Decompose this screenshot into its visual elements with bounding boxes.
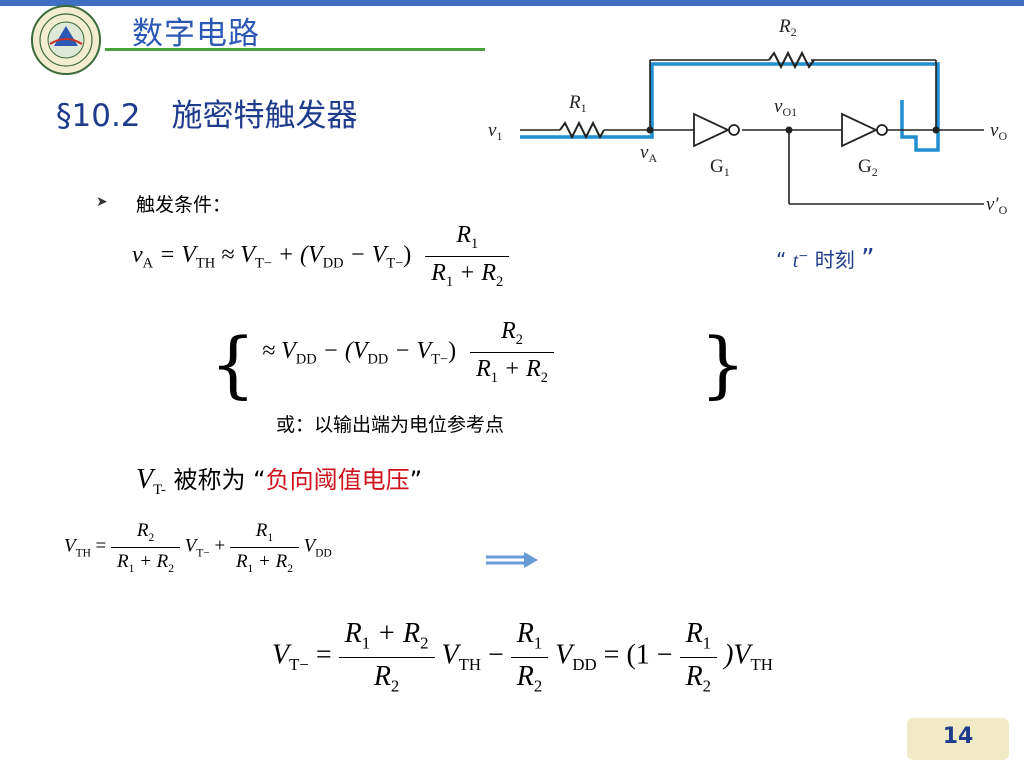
right-brace: }: [700, 322, 746, 406]
g1-label: G: [710, 156, 724, 177]
equation-vth: VTH = R2 R1 + R2 VT− + R1 R1 + R2 VDD: [64, 520, 332, 575]
svg-text:vA: vA: [640, 142, 657, 165]
page-number: 14: [942, 724, 974, 749]
svg-text:R1: R1: [568, 92, 587, 115]
university-seal-icon: [30, 4, 102, 76]
g2-label: G: [858, 156, 872, 177]
va-label: v: [640, 142, 649, 163]
svg-text:R2: R2: [778, 16, 797, 39]
svg-text:v′O: v′O: [986, 194, 1008, 217]
svg-text:vO: vO: [990, 120, 1007, 143]
svg-text:vO1: vO1: [774, 96, 797, 119]
equation-alt: ≈ VDD − (VDD − VT−) R2 R1 + R2: [262, 318, 554, 387]
svg-text:G2: G2: [858, 156, 878, 179]
course-title: 数字电路: [132, 16, 260, 52]
r2-label: R: [778, 16, 791, 37]
equation-va: vA = VTH ≈ VT− + (VDD − VT−) R1 R1 + R2: [132, 222, 510, 291]
left-brace: {: [210, 322, 256, 406]
r1-label: R: [568, 92, 581, 113]
negative-threshold-statement: VT- 被称为 “负向阈值电压”: [136, 464, 423, 498]
time-note: “ t− 时刻 ”: [776, 244, 875, 274]
schmitt-trigger-circuit: R1 R2 v1 vA vO1 G1 G2 vO v′O: [484, 8, 1024, 223]
section-title: §10.2 施密特触发器: [56, 98, 358, 134]
svg-text:G1: G1: [710, 156, 730, 179]
arrow-bullet-icon: ➤: [96, 194, 108, 210]
page-number-badge: 14: [907, 718, 1009, 760]
vo-label: v: [990, 120, 999, 141]
top-accent-bar: [0, 0, 1024, 6]
vo-prime-label: v′: [986, 194, 999, 215]
trigger-condition-label: 触发条件：: [136, 194, 232, 216]
header-divider: [105, 48, 485, 51]
equation-vt-minus: VT− = R1 + R2 R2 VTH − R1 R2 VDD = (1 − …: [272, 618, 773, 696]
vo1-label: v: [774, 96, 783, 117]
reference-note: 或：以输出端为电位参考点: [276, 414, 505, 436]
double-right-arrow-icon: [484, 549, 540, 571]
v1-label: v: [488, 120, 497, 141]
negative-threshold-term: 负向阈值电压: [265, 466, 410, 494]
svg-text:v1: v1: [488, 120, 502, 143]
